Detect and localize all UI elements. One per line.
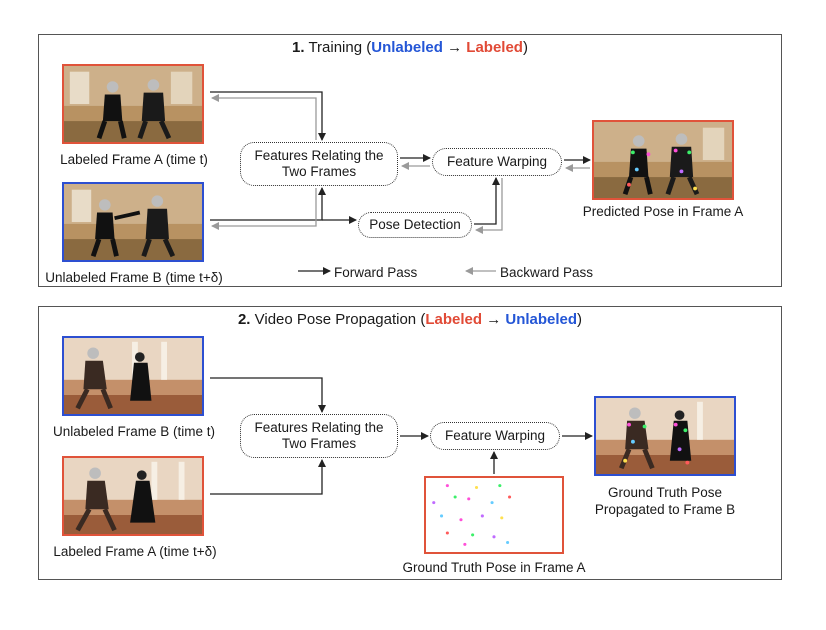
propagation-frame-b-caption: Unlabeled Frame B (time t) xyxy=(52,424,216,439)
pose-detection-label: Pose Detection xyxy=(369,217,461,232)
propagation-features-node: Features Relating the Two Frames xyxy=(240,414,398,458)
propagation-title-source: Labeled xyxy=(425,311,483,328)
training-title-source: Unlabeled xyxy=(371,39,443,56)
predicted-pose-image xyxy=(592,120,734,200)
backward-warping-to-pose-detection xyxy=(475,178,503,234)
propagation-title-number: 2. xyxy=(237,311,251,328)
training-title: 1. Training (Unlabeled → Labeled) xyxy=(39,39,781,56)
pose-detection-node: Pose Detection xyxy=(358,212,472,238)
predicted-pose-caption: Predicted Pose in Frame A xyxy=(582,204,744,219)
edge-pose-detection-to-warping xyxy=(474,177,500,225)
labeled-frame-a-image xyxy=(62,64,204,144)
propagation-frame-b-image xyxy=(62,336,204,416)
ground-truth-pose-caption: Ground Truth Pose in Frame A xyxy=(402,560,586,575)
propagated-caption-line2: Propagated to Frame B xyxy=(594,502,736,517)
edge-frame-a-to-features xyxy=(210,91,326,141)
training-warping-node: Feature Warping xyxy=(432,148,562,176)
training-features-node: Features Relating the Two Frames xyxy=(240,142,398,186)
propagation-frame-a-caption: Labeled Frame A (time t+δ) xyxy=(53,544,217,559)
propagation-frame-a-image xyxy=(62,456,204,536)
training-title-number: 1. xyxy=(292,39,305,56)
propagation-title: 2. Video Pose Propagation (Labeled → Unl… xyxy=(39,311,781,328)
propagation-title-word: Video Pose Propagation xyxy=(254,311,417,328)
training-warping-label: Feature Warping xyxy=(446,154,548,169)
propagation-warping-node: Feature Warping xyxy=(430,422,560,450)
training-title-arrow: → xyxy=(447,39,463,56)
edge-prop-frame-a-to-features xyxy=(210,459,326,495)
ground-truth-pose-image xyxy=(424,476,564,554)
backward-features-to-frame-a xyxy=(211,94,317,140)
legend-forward-label: Forward Pass xyxy=(334,265,418,280)
propagation-title-target: Unlabeled xyxy=(505,311,578,328)
propagation-features-line2: Two Frames xyxy=(281,436,357,451)
unlabeled-frame-b-caption: Unlabeled Frame B (time t+δ) xyxy=(45,270,223,285)
training-features-line2: Two Frames xyxy=(281,164,357,179)
labeled-frame-a-caption: Labeled Frame A (time t) xyxy=(60,152,208,167)
training-title-target: Labeled xyxy=(466,39,523,56)
edge-frame-b-to-features xyxy=(210,187,326,221)
propagated-pose-caption: Ground Truth Pose Propagated to Frame B xyxy=(578,484,752,518)
legend-backward-label: Backward Pass xyxy=(500,265,594,280)
training-title-open-paren: ( xyxy=(366,39,372,56)
propagated-caption-line1: Ground Truth Pose xyxy=(607,485,723,500)
propagation-title-open-paren: ( xyxy=(420,311,426,328)
propagation-features-line1: Features Relating the xyxy=(254,420,384,435)
propagation-title-arrow: → xyxy=(486,311,502,328)
backward-features-to-frame-b xyxy=(211,188,317,230)
training-title-word: Training xyxy=(308,39,363,56)
training-features-line1: Features Relating the xyxy=(254,148,384,163)
unlabeled-frame-b-image xyxy=(62,182,204,262)
propagation-warping-label: Feature Warping xyxy=(444,428,546,443)
edge-prop-frame-b-to-features xyxy=(210,377,326,413)
propagation-title-close-paren: ) xyxy=(577,311,583,328)
propagated-pose-image xyxy=(594,396,736,476)
training-title-close-paren: ) xyxy=(522,39,528,56)
